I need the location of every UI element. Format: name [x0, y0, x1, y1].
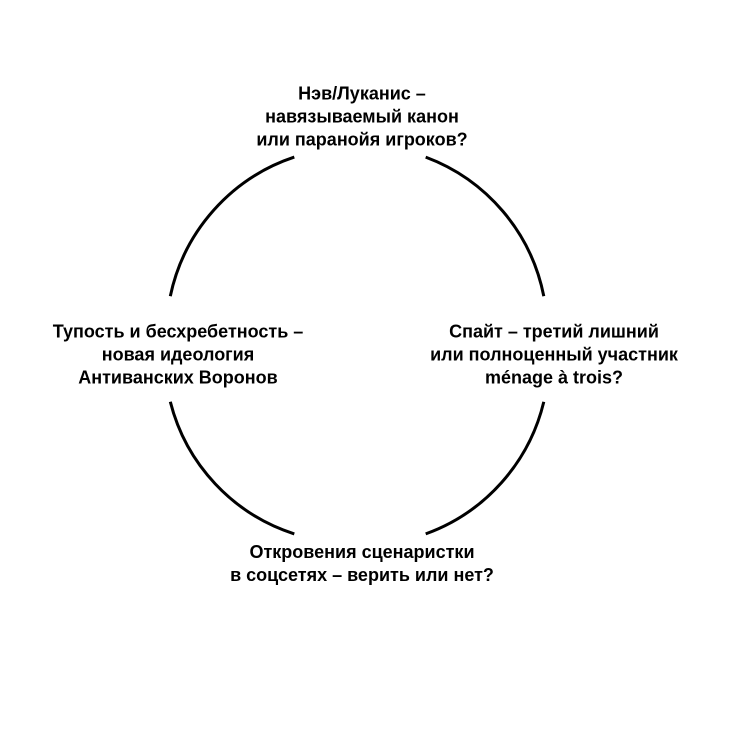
- arc-bottom-left: [168, 401, 295, 536]
- node-bottom-line-1: Откровения сценаристки: [249, 542, 475, 562]
- node-top-line-2: навязываемый канон: [265, 106, 459, 127]
- node-right-line-3: ménage à trois?: [484, 367, 624, 388]
- arc-left-top: [168, 155, 295, 297]
- node-right-line-1: Спайт – третий лишний: [449, 321, 659, 342]
- node-bottom-line-2: в соцсетях – верить или нет?: [230, 565, 494, 585]
- node-right-line-2: или полноценный участник: [430, 344, 678, 365]
- arc-top-right: [425, 155, 546, 297]
- node-left-line-2: новая идеология: [101, 344, 255, 365]
- node-top-line-1: Нэв/Луканис –: [298, 83, 426, 104]
- node-top: Нэв/Луканис – навязываемый канон или пар…: [256, 83, 467, 152]
- node-right: Спайт – третий лишний или полноценный уч…: [430, 321, 678, 390]
- arc-right-bottom: [425, 401, 546, 536]
- node-bottom: Откровения сценаристки в соцсетях – вери…: [230, 541, 494, 587]
- node-left: Тупость и бесхребетность – новая идеолог…: [53, 321, 304, 390]
- node-top-line-3: или паранойя игроков?: [256, 129, 468, 150]
- node-left-line-3: Антиванских Воронов: [78, 367, 278, 388]
- node-left-line-1: Тупость и бесхребетность –: [52, 321, 304, 342]
